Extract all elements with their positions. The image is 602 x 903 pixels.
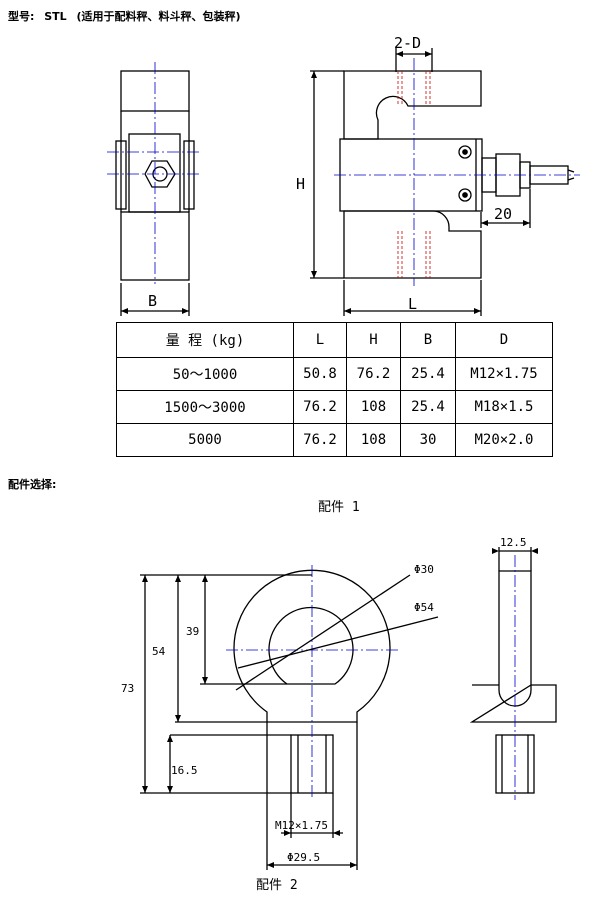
table-cell: 25.4 <box>400 357 456 391</box>
table-cell: 50～1000 <box>116 357 294 391</box>
side-view <box>115 70 195 281</box>
table-cell: 5000 <box>116 423 294 457</box>
table-cell: 76.2 <box>346 357 401 391</box>
dim-phi29-5: Φ29.5 <box>287 851 320 864</box>
model-value: STL <box>44 10 67 23</box>
table-row: 5000 76.2 108 30 M20×2.0 <box>116 423 553 457</box>
table-cell: M12×1.75 <box>455 357 553 391</box>
dim-side-b: B <box>148 292 157 310</box>
front-view <box>339 70 575 279</box>
usage-note: (适用于配料秤、料斗秤、包装秤) <box>76 10 241 23</box>
table-cell: 108 <box>346 423 401 457</box>
eye-bolt-side <box>469 570 557 794</box>
part2-caption: 配件 2 <box>256 878 298 893</box>
dim-12-5: 12.5 <box>500 536 527 549</box>
spec-table: 量 程 (kg) L H B D 50～1000 50.8 76.2 25.4 … <box>116 322 553 457</box>
table-cell: M20×2.0 <box>455 423 553 457</box>
dim-39: 39 <box>186 625 199 638</box>
table-header-cell: B <box>400 322 456 358</box>
model-label: 型号: <box>8 10 35 23</box>
dim-phi54: Φ54 <box>414 601 434 614</box>
table-cell: 76.2 <box>293 390 347 424</box>
dim-16-5: 16.5 <box>171 764 198 777</box>
table-header-cell: 量 程 (kg) <box>116 322 294 358</box>
model-header: 型号: STL (适用于配料秤、料斗秤、包装秤) <box>8 8 247 24</box>
dim-front-20: 20 <box>494 205 512 223</box>
table-header-cell: H <box>346 322 401 358</box>
table-header-row: 量 程 (kg) L H B D <box>116 322 553 358</box>
table-cell: 1500～3000 <box>116 390 294 424</box>
accessories-heading: 配件选择: <box>8 478 57 491</box>
dim-73: 73 <box>121 682 134 695</box>
dim-front-2d: 2-D <box>394 34 421 52</box>
table-header-cell: D <box>455 322 553 358</box>
table-row: 1500～3000 76.2 108 25.4 M18×1.5 <box>116 390 553 424</box>
table-row: 50～1000 50.8 76.2 25.4 M12×1.75 <box>116 357 553 391</box>
table-cell: 50.8 <box>293 357 347 391</box>
table-header-cell: L <box>293 322 347 358</box>
screw-icon <box>458 145 472 159</box>
screw-icon <box>458 188 472 202</box>
table-cell: 108 <box>346 390 401 424</box>
table-cell: 25.4 <box>400 390 456 424</box>
dim-front-l: L <box>408 295 417 313</box>
table-cell: M18×1.5 <box>455 390 553 424</box>
dim-front-h: H <box>296 175 305 193</box>
table-cell: 76.2 <box>293 423 347 457</box>
dim-54: 54 <box>152 645 166 658</box>
part1-caption: 配件 1 <box>318 500 360 515</box>
dim-thread: M12×1.75 <box>275 819 328 832</box>
dim-phi30: Φ30 <box>414 563 434 576</box>
table-cell: 30 <box>400 423 456 457</box>
